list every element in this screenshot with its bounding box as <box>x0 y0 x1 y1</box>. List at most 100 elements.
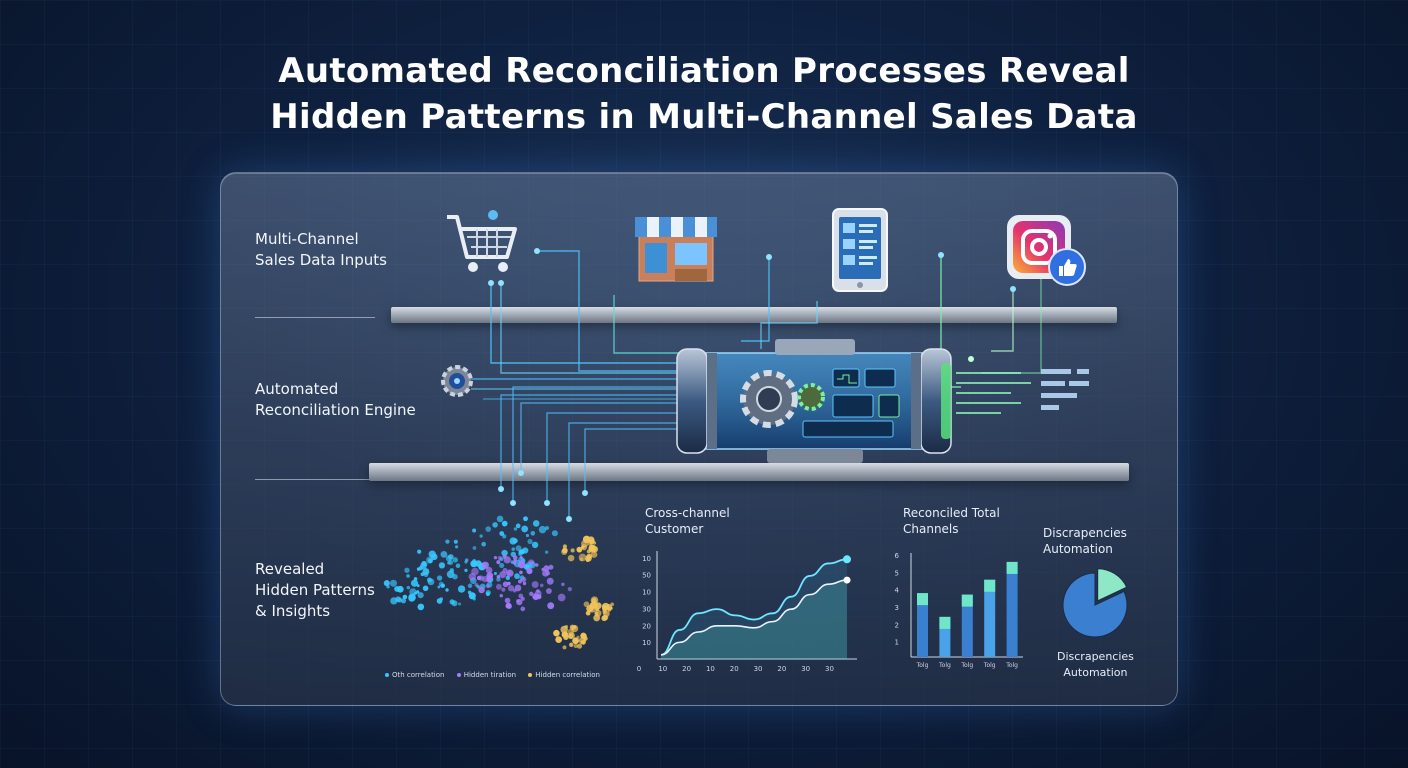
scatter-point <box>467 590 472 595</box>
scatter-point <box>507 581 511 586</box>
scatter-point <box>576 546 583 553</box>
scatter-point <box>474 582 479 587</box>
scatter-point <box>557 593 566 602</box>
y-tick-label: 1 <box>895 639 899 647</box>
scatter-point <box>527 538 533 545</box>
scatter-point <box>493 571 497 576</box>
scatter-point <box>605 603 612 611</box>
scatter-point <box>526 567 533 575</box>
scatter-point <box>525 533 530 538</box>
scatter-point <box>496 583 502 590</box>
scatter-point <box>485 526 492 532</box>
y-tick-label: 10 <box>642 639 651 647</box>
scatter-point <box>404 567 410 573</box>
scatter-point <box>519 555 523 560</box>
scatter-point <box>567 554 575 562</box>
x-tick-label: Tolg <box>916 662 929 669</box>
scatter-point <box>576 643 583 649</box>
scatter-point <box>532 592 539 600</box>
scatter-point <box>542 569 549 577</box>
scatter-point <box>417 603 425 611</box>
x-tick-label: 0 <box>637 665 641 673</box>
scatter-point <box>567 586 572 592</box>
stage-label-engine: Automated Reconciliation Engine <box>255 380 416 419</box>
series-end-point <box>843 576 851 584</box>
scatter-point <box>502 567 508 574</box>
scatter-point <box>499 531 505 536</box>
scatter-point <box>397 597 403 603</box>
separator-line <box>255 317 375 318</box>
bar-cap <box>939 616 951 629</box>
data-flow-lines <box>461 250 1042 400</box>
scatter-point <box>449 599 455 605</box>
diagram-panel: Multi-Channel Sales Data Inputs Automate… <box>220 172 1178 706</box>
engine-platform <box>369 463 1129 481</box>
scatter-point <box>521 525 529 533</box>
scatter-point <box>502 581 509 588</box>
scatter-point <box>455 563 461 569</box>
chart-footer-discrepancies: Discrapencies Automation <box>1057 650 1134 679</box>
tablet-icon <box>832 208 888 292</box>
y-tick-label: 2 <box>895 621 899 629</box>
scatter-point <box>590 551 598 558</box>
title-line-2: Hidden Patterns in Multi-Channel Sales D… <box>270 97 1138 137</box>
x-tick-label: 20 <box>777 665 786 673</box>
scatter-point <box>548 564 554 570</box>
scatter-point <box>475 560 482 567</box>
scatter-point <box>452 573 458 580</box>
scatter-point <box>497 555 502 561</box>
scatter-point <box>492 522 498 528</box>
scatter-point <box>591 598 597 604</box>
legend-item-3: Hidden correlation <box>528 671 600 679</box>
scatter-point <box>410 579 419 587</box>
y-tick-label: 4 <box>895 587 900 595</box>
scatter-point <box>592 541 597 545</box>
scatter-point <box>452 557 458 563</box>
scatter-point <box>601 604 606 609</box>
scatter-point <box>583 636 588 641</box>
scatter-point <box>588 544 597 553</box>
scatter-point <box>520 606 526 612</box>
scatter-point <box>514 584 522 592</box>
diagram-graphics <box>383 208 1089 650</box>
scatter-point <box>472 559 477 564</box>
scatter-point <box>601 615 608 622</box>
x-tick-label: 20 <box>682 665 691 673</box>
scatter-point <box>413 591 418 595</box>
bar <box>939 616 951 657</box>
scatter-point <box>437 585 441 589</box>
scatter-point <box>504 597 511 604</box>
x-tick-label: 30 <box>801 665 810 673</box>
scatter-point <box>564 624 569 629</box>
legend-item-1: Oth correlation <box>385 671 444 679</box>
y-tick-label: 30 <box>642 605 651 613</box>
scatter-point <box>417 549 422 554</box>
bar-cap <box>984 579 996 592</box>
y-tick-label: 5 <box>895 569 899 577</box>
scatter-point <box>472 528 477 533</box>
storefront-icon <box>635 217 717 282</box>
scatter-point <box>528 559 535 566</box>
series-line <box>660 558 848 656</box>
y-tick-label: 50 <box>642 572 651 580</box>
scatter-point <box>464 558 469 562</box>
scatter-point <box>541 567 545 572</box>
output-data-lines <box>956 372 1031 414</box>
scatter-point <box>567 628 574 636</box>
scatter-point <box>402 594 408 600</box>
scatter-point <box>467 583 473 589</box>
scatter-point <box>511 547 516 551</box>
scatter-point <box>515 545 522 552</box>
flow-nodes <box>458 248 1016 522</box>
scatter-point <box>563 632 569 637</box>
scatter-point <box>478 575 484 581</box>
bar-cap <box>1006 561 1018 574</box>
shopping-cart-icon <box>447 210 517 272</box>
scatter-point <box>485 583 490 589</box>
scatter-point <box>535 563 539 567</box>
scatter-point <box>521 576 527 583</box>
scatter-point <box>455 545 459 549</box>
scatter-point <box>481 561 489 569</box>
scatter-point <box>506 603 512 609</box>
scatter-point <box>445 539 450 544</box>
